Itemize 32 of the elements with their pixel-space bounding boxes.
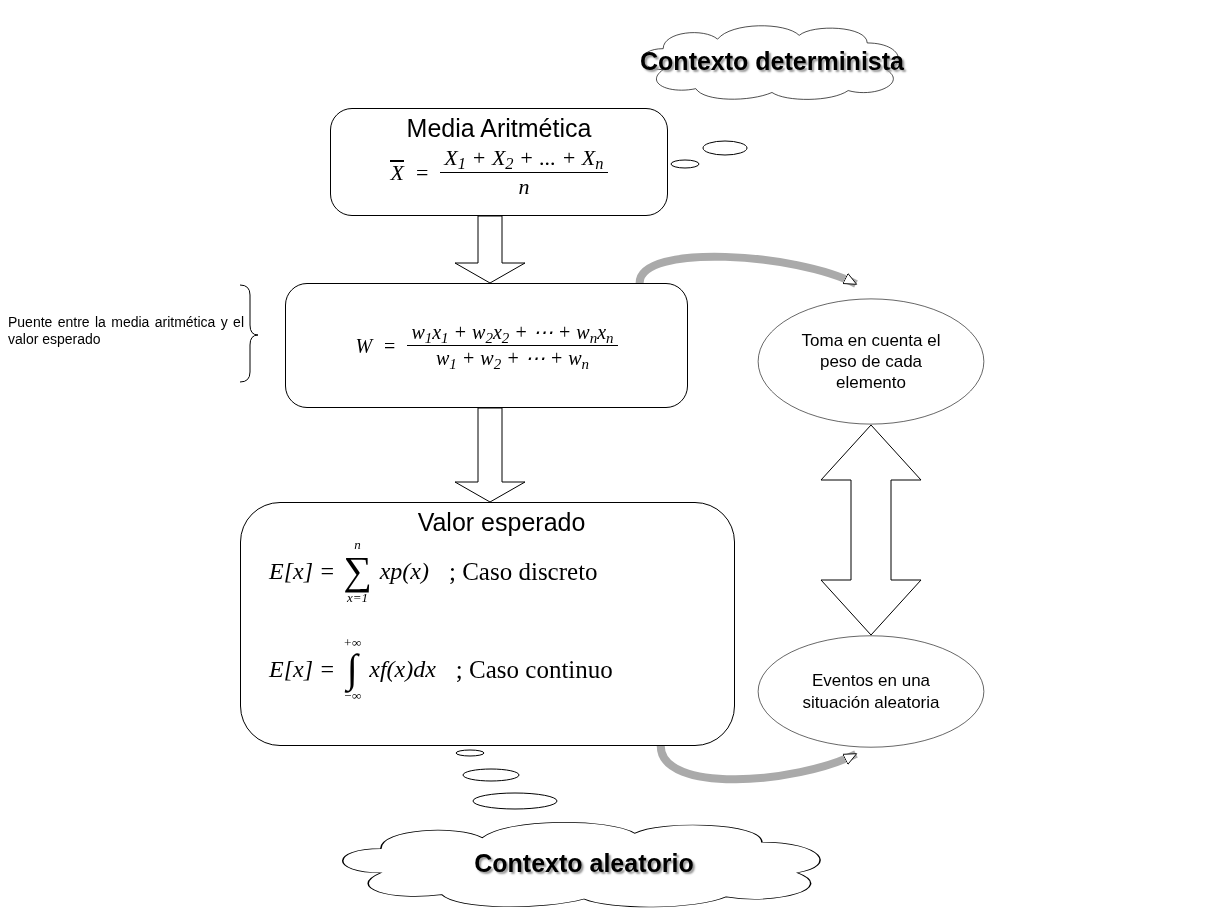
formula-upper-limit: n (354, 538, 361, 552)
block-arrow (454, 215, 526, 284)
block-arrow (454, 407, 526, 503)
formula-variable: W (355, 333, 373, 359)
formula-variable: X (390, 160, 404, 185)
ellipse-label: Eventos en una situación aleatoria (801, 670, 941, 713)
block-arrow (820, 424, 922, 636)
formula-term: xf(x)dx (369, 655, 436, 685)
formula-lhs: E[x] = (269, 557, 336, 587)
box-title: Media Aritmética (406, 113, 592, 144)
formula-denominator: n (518, 172, 530, 201)
ellipse-node (757, 298, 985, 425)
rounded-box (285, 283, 688, 408)
formula-upper-limit: +∞ (343, 636, 362, 650)
side-note: Puente entre la media aritmética y el valor esperado (8, 314, 244, 348)
case-note: ; Caso continuo (455, 654, 613, 685)
formula-lhs: E[x] = (269, 655, 336, 685)
rounded-box (330, 108, 668, 216)
cloud-label: Contexto determinista (640, 46, 904, 78)
formula-operator: ∑ (343, 551, 372, 592)
formula-numerator: X$_{1}$ + X$_{2}$ + ... + X$_{n}$ (440, 144, 608, 173)
formula-numerator: w$_{1}$x$_{1}$ + w$_{2}$x$_{2}$ + ⋯ + w$_{n}$x$_{n}$ (407, 320, 618, 346)
cloud-label: Contexto aleatorio (474, 848, 694, 880)
formula-denominator: w$_{1}$ + w$_{2}$ + ⋯ + w$_{n}$ (435, 346, 589, 371)
box-title: Valor esperado (417, 507, 586, 538)
rounded-box (240, 502, 735, 746)
formula-operator: = (415, 158, 429, 187)
formula-operator: = (384, 333, 396, 359)
ellipse-node (757, 635, 985, 748)
ellipse-label: Toma en cuenta el peso de cada elemento (800, 329, 942, 394)
case-note: ; Caso discreto (449, 556, 598, 587)
formula-term: xp(x) (379, 557, 429, 587)
